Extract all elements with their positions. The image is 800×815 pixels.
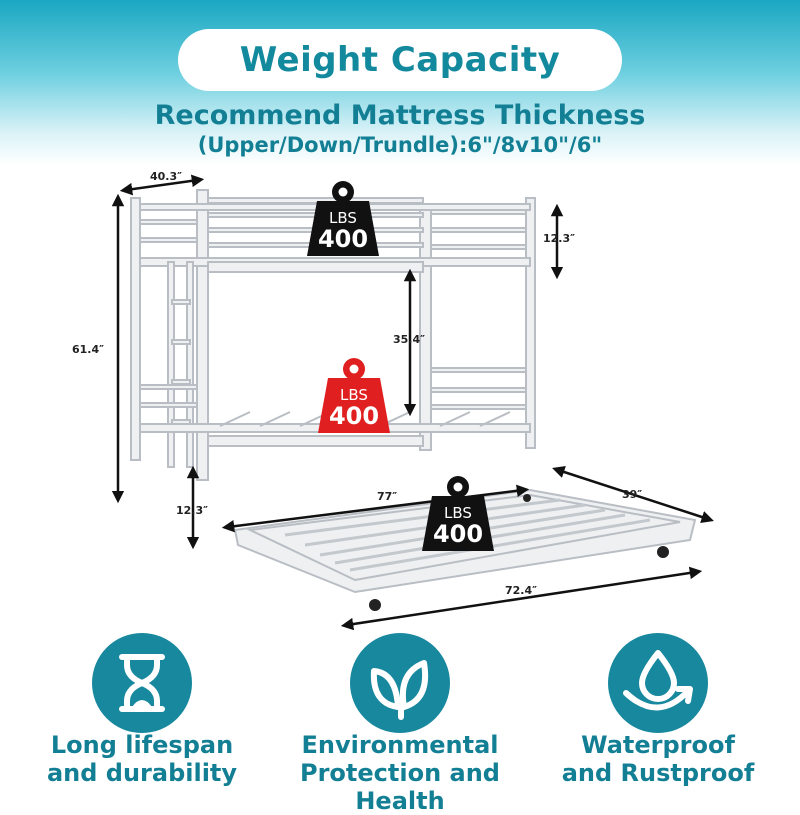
upper-weight-value: 400 <box>317 225 369 253</box>
leaf-icon <box>350 633 450 733</box>
trundle-weight-value: 400 <box>432 520 484 548</box>
trundle-weight-unit: LBS <box>444 504 472 522</box>
trundle-length-dimension: 72.4″ <box>505 584 538 597</box>
trundle-width-dimension: 39″ <box>622 488 643 501</box>
lower-weight-value: 400 <box>328 402 380 430</box>
bunk-gap-dimension: 35.4″ <box>393 333 426 346</box>
page-title: Weight Capacity <box>239 40 561 80</box>
water-drop-icon <box>608 633 708 733</box>
feature-durability-label: Long lifespan and durability <box>46 731 238 787</box>
height-dimension: 61.4″ <box>72 343 105 356</box>
guardrail-dimension: 12.3″ <box>543 232 576 245</box>
feature-environmental-label: Environmental Protection and Health <box>300 731 500 815</box>
width-dimension: 40.3″ <box>150 170 183 183</box>
title-pill: Weight Capacity <box>178 29 622 91</box>
lower-bunk-weight-icon: LBS 400 <box>316 355 392 435</box>
lower-weight-unit: LBS <box>340 386 368 404</box>
clearance-dimension: 12.3″ <box>176 504 209 517</box>
upper-bunk-weight-icon: LBS 400 <box>305 178 381 258</box>
trundle-length-top-dimension: 77″ <box>377 490 398 503</box>
mattress-thickness-spec: (Upper/Down/Trundle):6"/8v10"/6" <box>197 133 603 157</box>
trundle-weight-icon: LBS 400 <box>420 473 496 553</box>
hourglass-icon <box>92 633 192 733</box>
mattress-subtitle: Recommend Mattress Thickness <box>154 100 646 131</box>
upper-weight-unit: LBS <box>329 209 357 227</box>
bunk-bed-diagram <box>111 174 714 630</box>
feature-waterproof-label: Waterproof and Rustproof <box>561 731 755 787</box>
